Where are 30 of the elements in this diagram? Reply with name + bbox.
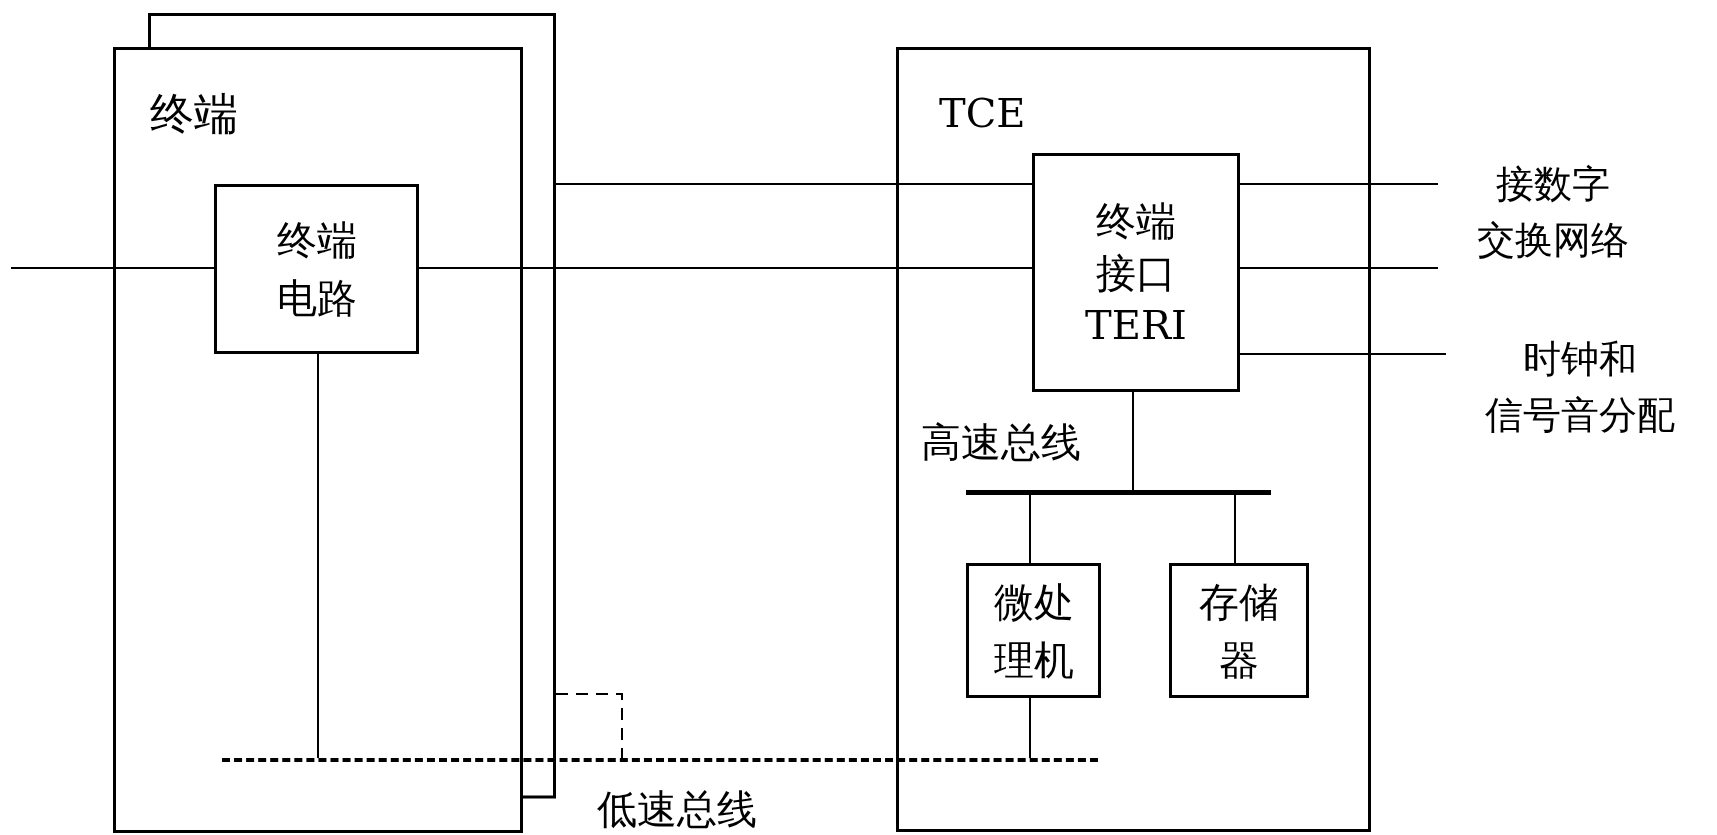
destination-label: 时钟和信号音分配 bbox=[1446, 330, 1714, 445]
connector-line bbox=[317, 353, 319, 759]
box-title: TCE bbox=[939, 90, 1026, 136]
connector-line bbox=[1029, 697, 1031, 759]
stacked-terminal-box bbox=[113, 13, 556, 833]
bus-label: 高速总线 bbox=[921, 418, 1081, 467]
interface-box bbox=[1032, 153, 1240, 392]
connector-line bbox=[555, 183, 1033, 185]
high-speed-bus-bar bbox=[966, 490, 1271, 495]
connector-line bbox=[1234, 494, 1236, 564]
connector-line bbox=[1239, 183, 1439, 185]
connector-line bbox=[1029, 494, 1031, 564]
connector-line bbox=[1132, 391, 1134, 491]
circuit-box bbox=[214, 184, 419, 354]
box-label: 终端接口 TERI bbox=[1084, 196, 1188, 350]
box-label: 终端电路 bbox=[275, 216, 358, 323]
module-box bbox=[966, 563, 1101, 698]
connector-line bbox=[10, 267, 215, 269]
connector-line bbox=[1239, 267, 1439, 269]
box-title: 终端 bbox=[150, 87, 238, 141]
dashed-connector bbox=[555, 693, 623, 759]
bus-label: 低速总线 bbox=[597, 785, 757, 834]
connector-line bbox=[418, 267, 1033, 269]
connector-line bbox=[1239, 353, 1447, 355]
destination-label: 接数字交换网络 bbox=[1438, 155, 1668, 270]
module-box bbox=[1169, 563, 1309, 698]
low-speed-bus-bar bbox=[222, 758, 1098, 763]
box-label: 存储器 bbox=[1198, 577, 1280, 685]
tce-box bbox=[896, 47, 1371, 832]
box-label: 微处理机 bbox=[992, 577, 1075, 685]
